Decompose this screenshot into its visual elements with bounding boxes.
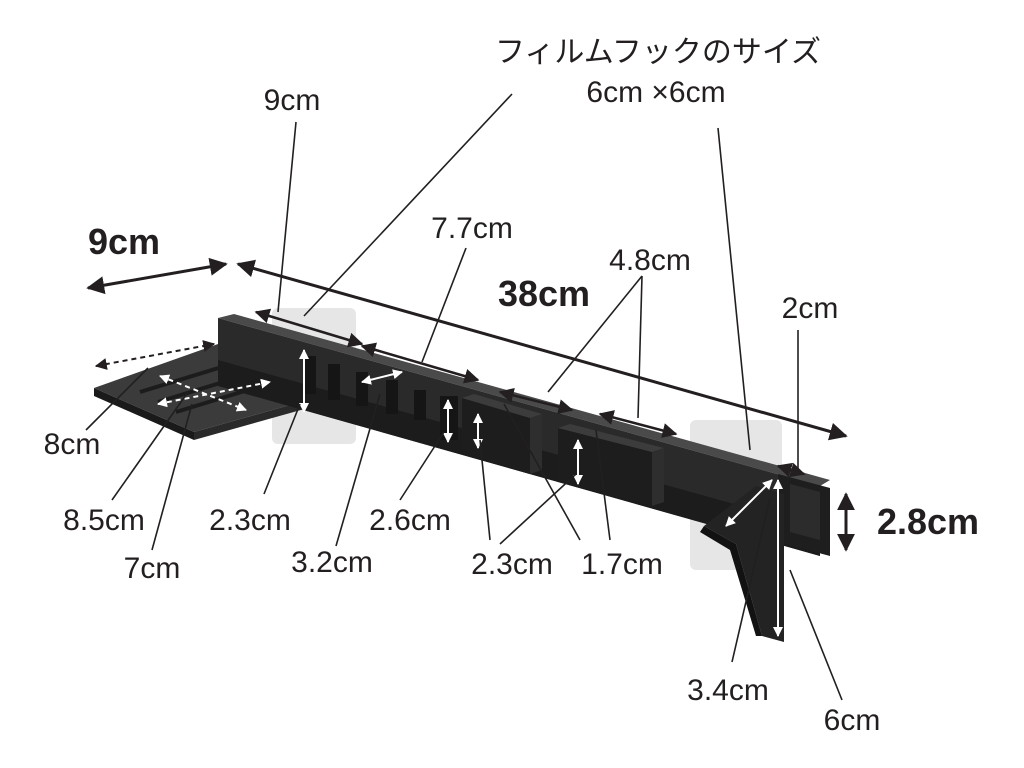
arrow-7-7cm <box>360 342 480 384</box>
label-film-hook-size: 6cm ×6cm <box>586 76 725 109</box>
label-height-2-8cm: 2.8cm <box>877 501 979 542</box>
arrow-2cm <box>776 462 806 478</box>
dimension-labels: フィルムフックのサイズ 6cm ×6cm 9cm 9cm 38cm 7.7cm … <box>44 36 979 737</box>
arrow-hook-3-4cm <box>725 479 773 527</box>
label-film-hook-title: フィルムフックのサイズ <box>495 36 821 69</box>
arrow-4-8cm-a <box>498 387 574 415</box>
arrow-9cm-top <box>254 308 364 348</box>
leader-lines <box>85 93 843 701</box>
arrow-gap-3-2cm <box>361 369 403 385</box>
label-slot-7-7cm: 7.7cm <box>431 212 513 245</box>
label-gap-3-2cm: 3.2cm <box>291 546 373 579</box>
label-left-9cm: 9cm <box>88 221 160 262</box>
label-gap-2-6cm: 2.6cm <box>369 504 451 537</box>
dimension-arrows <box>86 257 855 637</box>
label-gap-1-7cm: 1.7cm <box>581 548 663 581</box>
arrow-tray-7cm <box>157 378 271 408</box>
tray-front <box>94 388 194 440</box>
arrow-left-9cm <box>86 257 228 295</box>
product-rail <box>94 314 830 642</box>
label-gap-2-3cm-b: 2.3cm <box>471 548 553 581</box>
label-tray-7cm: 7cm <box>124 552 181 585</box>
label-slot-4-8cm: 4.8cm <box>609 244 691 277</box>
arrow-38cm <box>236 259 848 441</box>
label-hook-3-4cm: 3.4cm <box>687 674 769 707</box>
label-top-9cm: 9cm <box>264 84 321 117</box>
label-hook-6cm: 6cm <box>824 704 881 737</box>
arrow-4-8cm-b <box>598 410 678 438</box>
label-tray-8-5cm: 8.5cm <box>63 504 145 537</box>
label-tray-8cm: 8cm <box>44 428 101 461</box>
label-end-2cm: 2cm <box>782 292 839 325</box>
arrow-tray-8cm <box>94 340 216 370</box>
label-length-38cm: 38cm <box>498 273 590 314</box>
end-pocket <box>778 474 830 556</box>
label-gap-2-3cm-a: 2.3cm <box>209 504 291 537</box>
